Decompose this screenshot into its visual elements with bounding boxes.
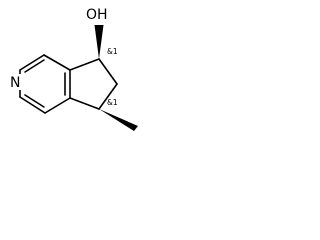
hydroxyl-label: OH bbox=[86, 7, 108, 23]
pyridine-ring bbox=[19, 54, 71, 114]
bond-c4-c5 bbox=[44, 97, 71, 114]
wedge-bond-methyl bbox=[99, 109, 138, 131]
bond-c3-c6 bbox=[69, 58, 100, 71]
nitrogen-label: N bbox=[10, 75, 20, 91]
chemical-structure-drawing: N OH &1 &1 bbox=[9, 7, 138, 131]
bond-c6-c7 bbox=[98, 58, 118, 85]
stereo-label-c6: &1 bbox=[107, 47, 118, 56]
bond-c7-c8 bbox=[98, 83, 118, 110]
stereo-label-c8: &1 bbox=[107, 98, 118, 107]
wedge-bond-oh bbox=[94, 25, 104, 59]
cyclopentane-ring bbox=[69, 58, 118, 110]
bond-c5-n-inner bbox=[24, 94, 45, 108]
nitrogen-label-bg bbox=[9, 74, 22, 90]
bond-c8-c4 bbox=[69, 97, 100, 110]
bond-c2-c3 bbox=[43, 54, 71, 71]
bond-c5-n bbox=[19, 96, 46, 114]
bond-c1-c2 bbox=[19, 54, 45, 71]
bond-c1-c2-inner bbox=[24, 59, 45, 73]
